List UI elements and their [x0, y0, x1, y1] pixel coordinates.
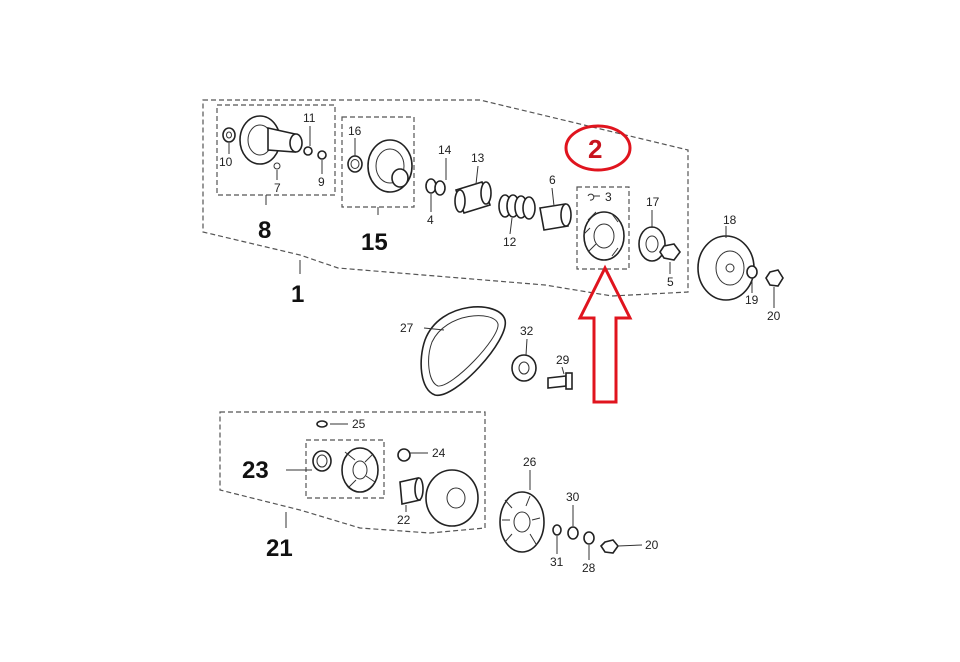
- label-11: 11: [303, 111, 316, 125]
- label-19: 19: [745, 293, 759, 307]
- label-17: 17: [646, 195, 660, 209]
- label-3: 3: [605, 190, 612, 204]
- label-5: 5: [667, 275, 674, 289]
- label-32: 32: [520, 324, 534, 338]
- part-17-plate: [638, 226, 666, 262]
- label-9: 9: [318, 175, 325, 189]
- part-23-ramp-plate: [341, 447, 379, 493]
- label-10: 10: [219, 155, 233, 169]
- part-2-clutch-shoe: [583, 211, 625, 261]
- label-22: 22: [397, 513, 411, 527]
- group-1-frame: [202, 99, 689, 297]
- label-21: 21: [266, 535, 293, 562]
- label-24: 24: [432, 446, 446, 460]
- label-1: 1: [291, 281, 304, 308]
- part-27-belt: [420, 306, 506, 396]
- label-12: 12: [503, 235, 517, 249]
- part-25-screw: [316, 420, 328, 428]
- part-24-roller: [397, 448, 411, 462]
- group-23-frame: [305, 439, 385, 499]
- part-20a-nut: [765, 269, 784, 287]
- label-29: 29: [556, 353, 570, 367]
- part-31-washer: [552, 524, 562, 536]
- part-19-washer: [746, 265, 758, 279]
- part-7-plate-shaft: [239, 115, 303, 170]
- label-18: 18: [723, 213, 737, 227]
- label-28: 28: [582, 561, 596, 575]
- part-28-washer: [583, 531, 595, 545]
- part-10-bearing: [222, 127, 236, 143]
- part-6-collar: [539, 203, 572, 231]
- label-23: 23: [242, 457, 269, 484]
- label-2: 2: [588, 134, 602, 164]
- part-9-ring: [317, 150, 327, 160]
- label-6: 6: [549, 173, 556, 187]
- label-13: 13: [471, 151, 485, 165]
- label-8: 8: [258, 217, 271, 244]
- label-7: 7: [274, 181, 281, 195]
- part-29-bolt: [547, 372, 573, 390]
- label-25: 25: [352, 417, 366, 431]
- part-23-ring: [312, 450, 332, 472]
- part-12-spring: [498, 194, 536, 220]
- leader-lines: [228, 126, 775, 560]
- part-26-fan: [499, 491, 545, 553]
- group-8-frame: [216, 104, 336, 196]
- up-arrow-outline-icon: [577, 264, 633, 404]
- part-5-nut: [659, 243, 681, 261]
- part-32-bearing: [511, 354, 537, 382]
- part-22-bushing: [399, 477, 424, 505]
- group-21-frame: [219, 411, 486, 534]
- part-16-seal: [347, 155, 363, 173]
- part-18-bell: [697, 235, 755, 301]
- label-31: 31: [550, 555, 564, 569]
- part-21-movable-face: [425, 469, 479, 527]
- label-30: 30: [566, 490, 580, 504]
- label-14: 14: [438, 143, 452, 157]
- part-4-orings: [425, 178, 446, 196]
- label-16: 16: [348, 124, 362, 138]
- label-27: 27: [400, 321, 414, 335]
- red-ellipse-icon: [564, 124, 632, 172]
- label-4: 4: [427, 213, 434, 227]
- label-20-bottom: 20: [645, 538, 659, 552]
- part-11-ring: [303, 146, 313, 156]
- part-15-pulley: [367, 139, 413, 193]
- label-26: 26: [523, 455, 537, 469]
- part-3-clip: [587, 193, 595, 201]
- part-30-washer: [567, 526, 579, 540]
- label-15: 15: [361, 229, 388, 256]
- part-13-sleeve: [454, 181, 492, 214]
- part-20b-nut: [599, 539, 620, 554]
- label-20-top: 20: [767, 309, 781, 323]
- group-15-frame: [341, 116, 415, 208]
